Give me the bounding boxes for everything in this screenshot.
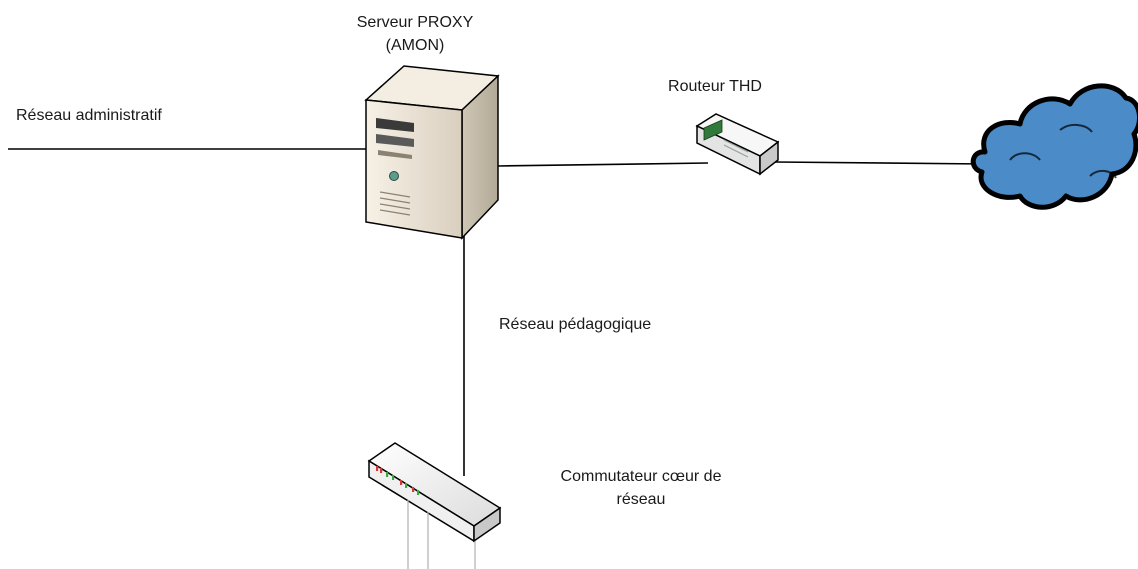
core-switch-label: Commutateur cœur de réseau	[526, 465, 756, 511]
admin-network-label: Réseau administratif	[16, 107, 162, 124]
internet-cloud-icon	[970, 83, 1138, 210]
network-switch-icon	[367, 442, 502, 569]
server-router-link	[497, 162, 709, 167]
core-switch-label-line1: Commutateur cœur de	[560, 468, 722, 485]
pedagogic-network-label: Réseau pédagogique	[499, 316, 652, 333]
server-label: Serveur PROXY (AMON)	[340, 11, 490, 57]
server-detail: (AMON)	[385, 37, 445, 54]
router-cloud-link	[774, 161, 986, 165]
router-icon	[695, 113, 780, 176]
router-label: Routeur THD	[668, 78, 762, 95]
switch-leds	[376, 466, 420, 495]
tower-server-icon	[364, 65, 500, 240]
server-name: Serveur PROXY	[356, 14, 474, 31]
core-switch-label-line2: réseau	[616, 491, 666, 508]
